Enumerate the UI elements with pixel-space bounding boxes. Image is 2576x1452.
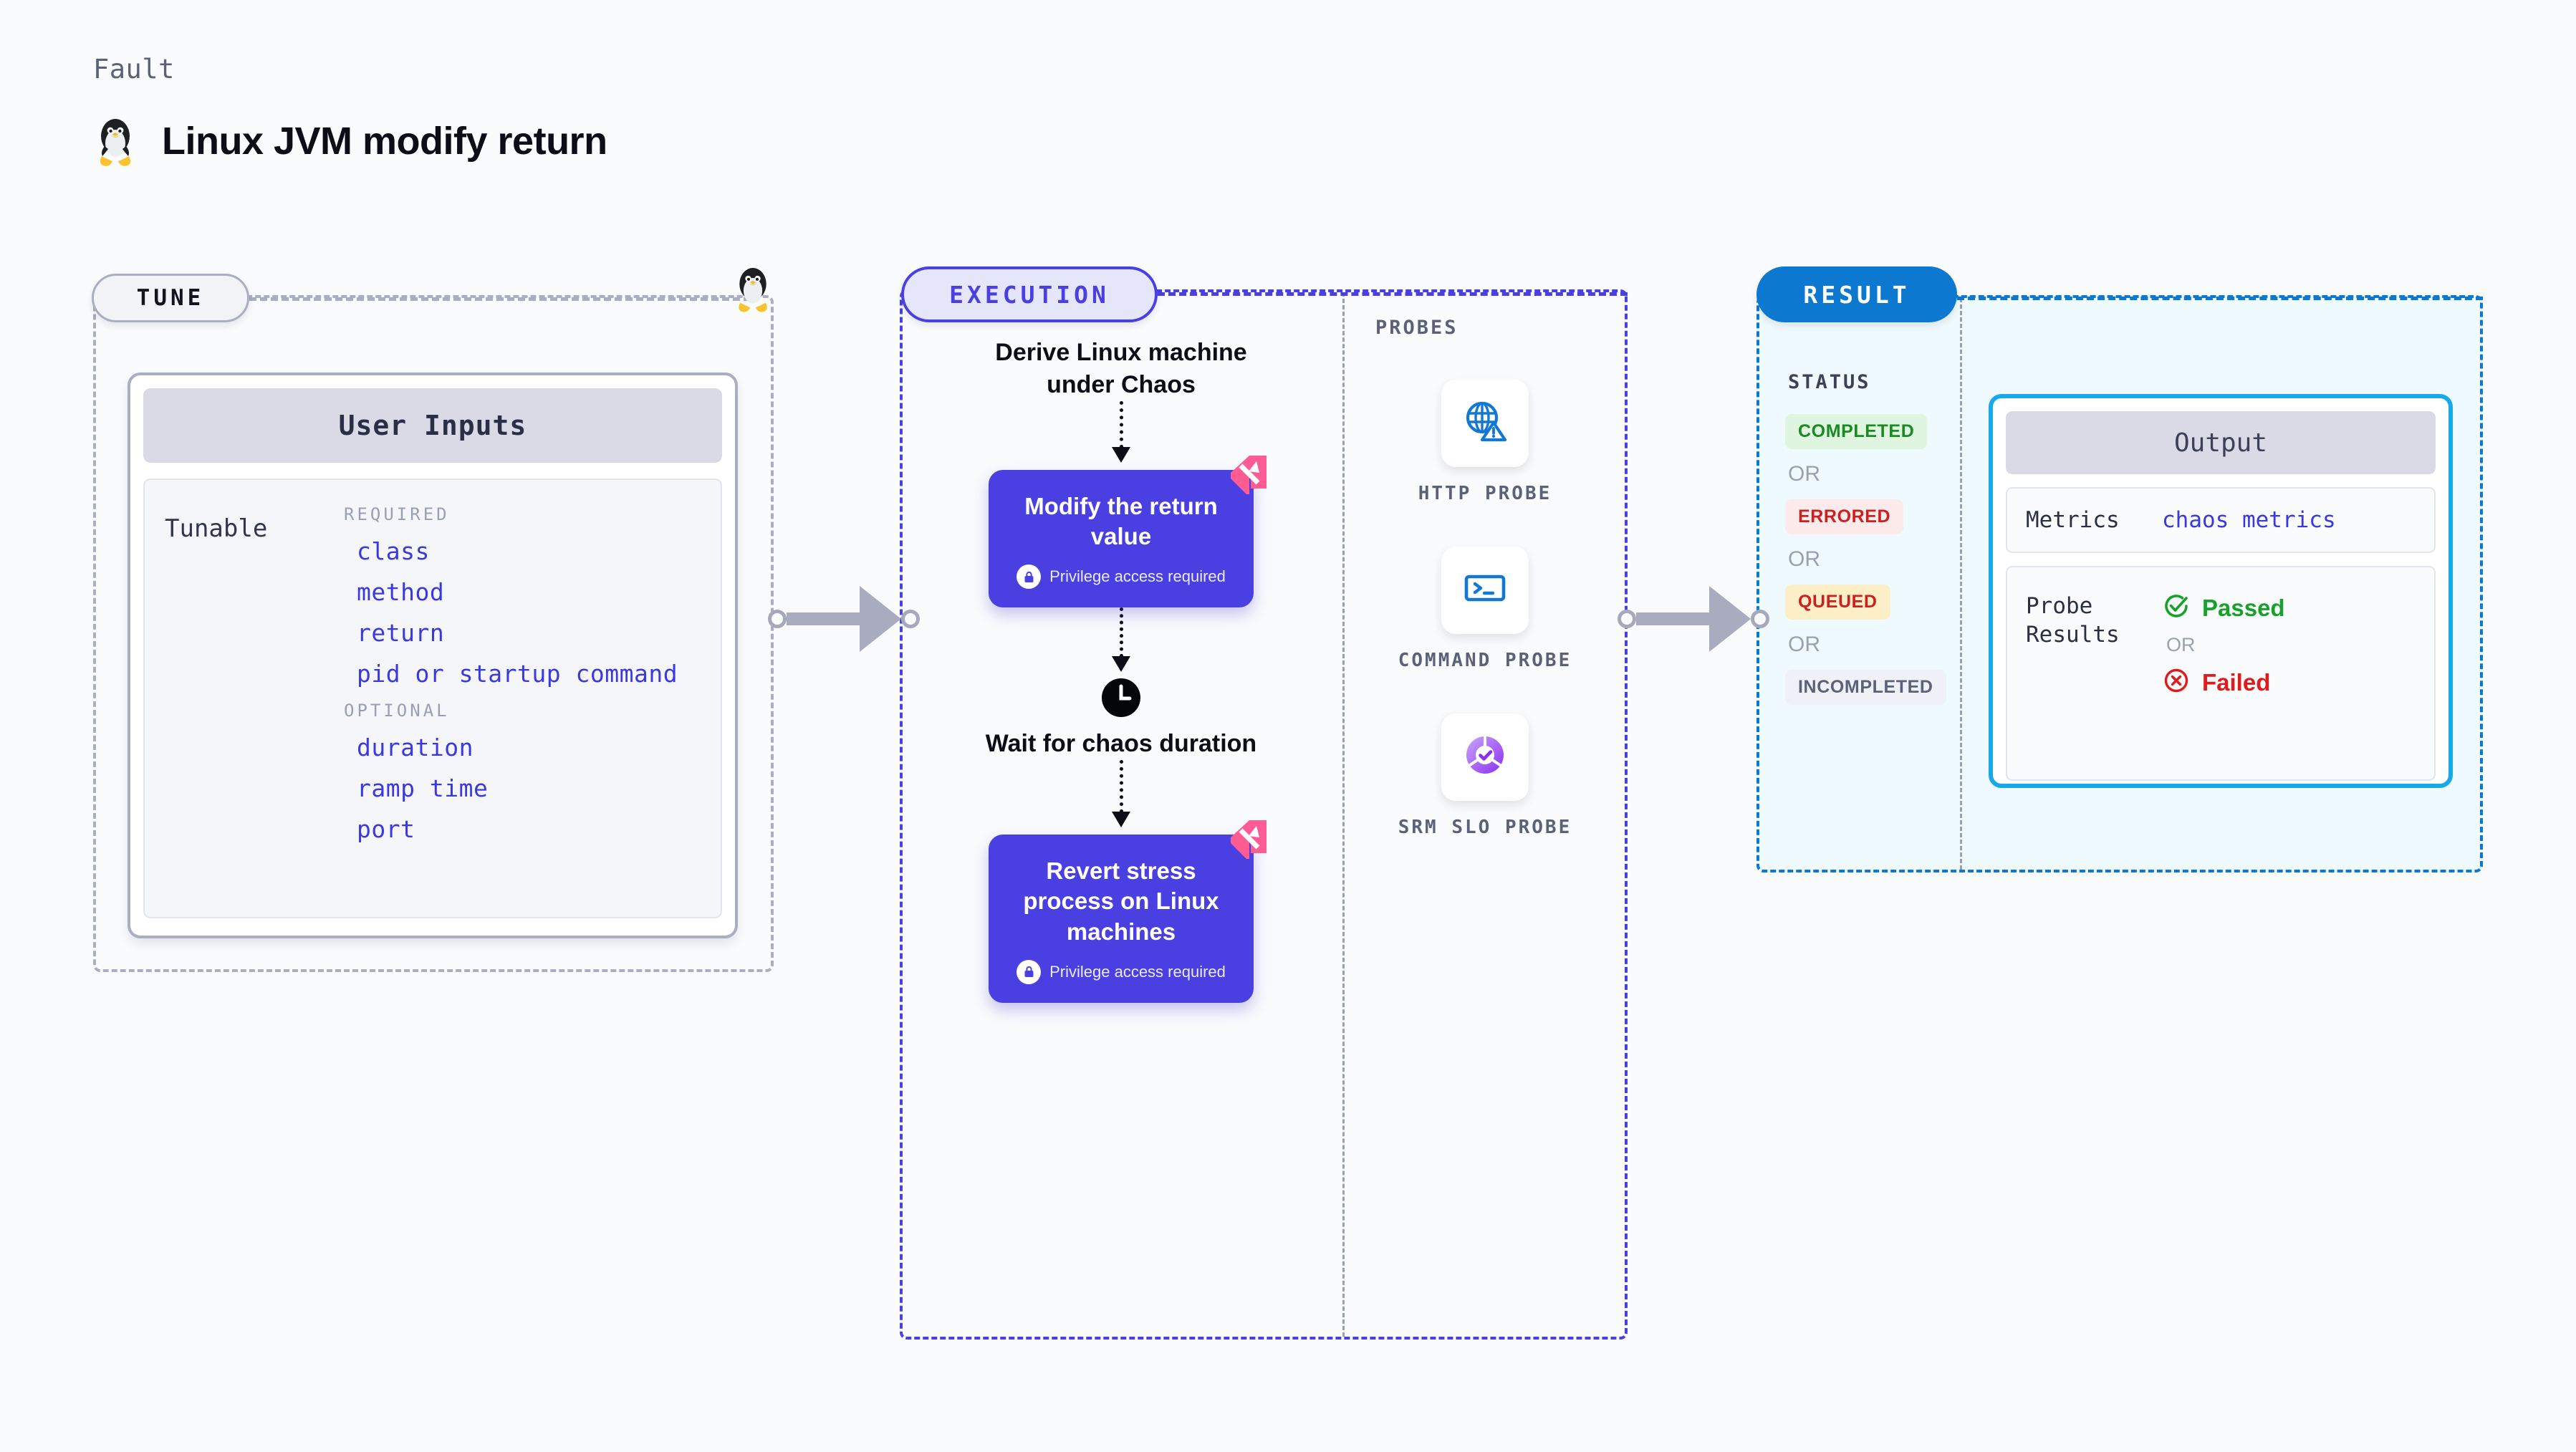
probes-list: HTTP PROBE COMMAND PROBE: [1345, 380, 1625, 840]
execution-steps: Derive Linux machine under Chaos Modify …: [900, 337, 1342, 1003]
connector-end-dot: [1751, 610, 1769, 628]
terminal-icon: [1461, 564, 1509, 615]
tunable-params: REQUIRED class method return pid or star…: [344, 504, 701, 893]
fault-kicker: Fault: [93, 54, 175, 85]
param-return[interactable]: return: [357, 619, 445, 647]
status-or: OR: [1788, 633, 1820, 656]
probe-tile[interactable]: [1441, 380, 1529, 467]
status-list: COMPLETED OR ERRORED OR QUEUED OR INCOMP…: [1785, 414, 1950, 705]
status-section-label: STATUS: [1788, 371, 1871, 393]
tunable-label: Tunable: [165, 514, 268, 543]
status-badge-incompleted: INCOMPLETED: [1785, 670, 1946, 705]
probe-result-or: OR: [2166, 634, 2196, 655]
probe-label: SRM SLO PROBE: [1398, 816, 1572, 838]
probe-label: COMMAND PROBE: [1398, 649, 1572, 671]
x-circle-icon: [2162, 666, 2191, 698]
connector-bar: [787, 612, 861, 625]
check-circle-icon: [2162, 592, 2191, 624]
probe-results-values: Passed OR Failed: [2162, 592, 2285, 698]
metrics-value-link[interactable]: chaos metrics: [2162, 507, 2336, 533]
passed-label: Passed: [2202, 594, 2285, 621]
status-badge-completed: COMPLETED: [1785, 414, 1928, 449]
param-port[interactable]: port: [357, 815, 415, 843]
step-revert-stress-process-card[interactable]: Revert stress process on Linux machines …: [989, 820, 1267, 1003]
status-badge-errored: ERRORED: [1785, 499, 1904, 534]
output-metrics-row: Metrics chaos metrics: [2006, 487, 2436, 553]
connector-arrowhead: [1709, 586, 1751, 652]
page-title-text: Linux JVM modify return: [162, 120, 607, 163]
output-card: Output Metrics chaos metrics Probe Resul…: [1989, 394, 2453, 788]
probe-tile[interactable]: [1441, 546, 1529, 634]
optional-group-title: OPTIONAL: [344, 701, 450, 721]
step-wait-for-chaos-duration: Wait for chaos duration: [985, 730, 1257, 758]
execution-to-result-connector: [1618, 586, 1769, 652]
metrics-key: Metrics: [2026, 506, 2120, 533]
tune-pill[interactable]: TUNE: [92, 274, 249, 322]
step-modify-return-value-card[interactable]: Modify the return value Privilege access…: [989, 455, 1267, 608]
user-inputs-card: User Inputs Tunable REQUIRED class metho…: [128, 372, 738, 938]
tune-to-execution-connector: [768, 586, 920, 652]
flow-arrow: [1112, 760, 1130, 828]
connector-start-dot: [768, 610, 787, 628]
output-title: Output: [2006, 411, 2436, 474]
param-class[interactable]: class: [357, 537, 430, 565]
status-or: OR: [1788, 462, 1820, 486]
output-probe-results-row: Probe Results Passed OR: [2006, 566, 2436, 781]
step-card-title: Modify the return value: [1024, 492, 1218, 549]
tune-leader-line: [249, 297, 751, 301]
litmus-corner-icon: [1225, 816, 1272, 867]
privilege-text: Privilege access required: [1049, 567, 1226, 586]
connector-bar: [1636, 612, 1711, 625]
status-badge-queued: QUEUED: [1785, 585, 1890, 620]
tux-penguin-border-icon: [732, 264, 774, 317]
status-or: OR: [1788, 547, 1820, 571]
param-duration[interactable]: duration: [357, 734, 474, 761]
probe-srm-slo[interactable]: SRM SLO PROBE: [1392, 713, 1578, 840]
connector-arrowhead: [860, 586, 901, 652]
result-leader-line: [1957, 297, 2483, 300]
privilege-text: Privilege access required: [1049, 962, 1226, 981]
param-method[interactable]: method: [357, 578, 445, 606]
step-card-title: Revert stress process on Linux machines: [1023, 857, 1219, 945]
execution-pill[interactable]: EXECUTION: [901, 266, 1158, 322]
connector-end-dot: [901, 610, 920, 628]
page-title: Linux JVM modify return: [93, 115, 607, 168]
globe-warning-icon: [1461, 398, 1509, 449]
exec-leader-line: [1158, 292, 1628, 296]
flow-arrow: [1112, 607, 1130, 673]
probe-result-passed: Passed: [2162, 592, 2285, 624]
tune-region: [93, 295, 774, 972]
probe-http[interactable]: HTTP PROBE: [1392, 380, 1578, 506]
user-inputs-body: Tunable REQUIRED class method return pid…: [143, 479, 722, 918]
lock-icon: [1017, 959, 1042, 984]
failed-label: Failed: [2202, 668, 2271, 696]
slo-donut-check-icon: [1461, 731, 1509, 782]
tux-penguin-icon: [93, 115, 138, 168]
step-derive-linux-machine: Derive Linux machine under Chaos: [995, 339, 1247, 398]
litmus-corner-icon: [1225, 451, 1272, 502]
flow-arrow: [1112, 400, 1130, 463]
probe-command[interactable]: COMMAND PROBE: [1392, 546, 1578, 673]
user-inputs-title: User Inputs: [143, 388, 722, 463]
connector-start-dot: [1618, 610, 1636, 628]
param-ramp-time[interactable]: ramp time: [357, 774, 489, 802]
result-pill[interactable]: RESULT: [1756, 266, 1957, 322]
probes-divider: [1342, 292, 1345, 1337]
probe-tile[interactable]: [1441, 713, 1529, 801]
clock-icon: [1101, 678, 1141, 718]
status-divider: [1960, 298, 1962, 870]
param-pid-or-startup-command[interactable]: pid or startup command: [357, 660, 678, 688]
privilege-note: Privilege access required: [1007, 959, 1235, 984]
required-group-title: REQUIRED: [344, 504, 450, 524]
lock-icon: [1017, 564, 1042, 590]
privilege-note: Privilege access required: [1007, 564, 1235, 590]
probe-result-failed: Failed: [2162, 666, 2285, 698]
probes-section-label: PROBES: [1375, 317, 1458, 339]
probe-label: HTTP PROBE: [1418, 483, 1552, 504]
probe-results-key: Probe Results: [2026, 593, 2120, 648]
